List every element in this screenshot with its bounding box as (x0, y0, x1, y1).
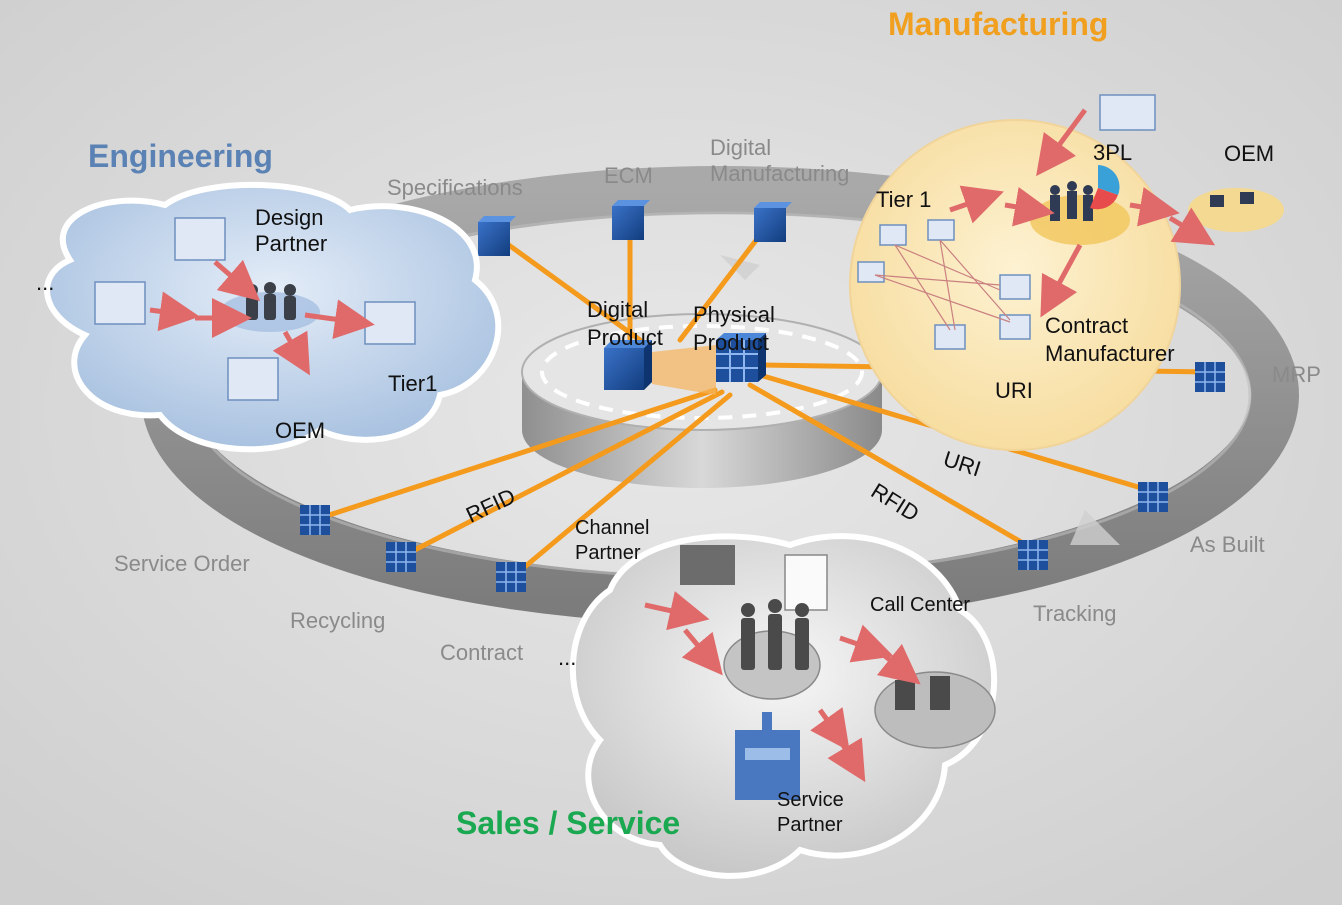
link-specifications (492, 232, 643, 343)
label-recycling: Recycling (290, 608, 386, 633)
label-digital-manufacturing: Digital Manufacturing (710, 135, 850, 187)
product-beam (652, 345, 716, 395)
sales-service-cloud (569, 533, 998, 879)
cube-specifications (478, 216, 516, 256)
service-partner-building (735, 712, 800, 800)
engineering-people (246, 282, 296, 320)
cube-contract (496, 562, 526, 592)
mfg-buildings (857, 94, 1156, 350)
label-ecm: ECM (604, 163, 653, 188)
cube-recycling (386, 542, 416, 572)
label-3pl: 3PL (1093, 140, 1133, 165)
label-mfg-oem: OEM (1224, 141, 1275, 166)
manufacturing-circle (849, 94, 1284, 451)
label-mfg-tier1: Tier 1 (876, 187, 932, 212)
label-eng-ellipsis: ... (36, 270, 55, 295)
mfg-network-lines (874, 239, 1011, 331)
heading-engineering: Engineering (88, 138, 273, 174)
sales-people (741, 599, 950, 710)
physical-product-cube (716, 333, 766, 382)
label-mrp: MRP (1272, 362, 1321, 387)
heading-manufacturing: Manufacturing (888, 6, 1109, 42)
label-service-order: Service Order (114, 551, 250, 576)
link-recycling (402, 389, 725, 558)
sales-building (680, 545, 735, 585)
label-eng-oem: OEM (275, 418, 326, 443)
label-uri-mrp: URI (995, 378, 1033, 403)
mfg-arrows (949, 108, 1216, 318)
label-eng-tier1: Tier1 (388, 371, 438, 396)
label-design-partner: Design Partner (255, 205, 328, 257)
heading-sales-service: Sales / Service (456, 805, 681, 841)
label-contract-manufacturer: Contract Manufacturer (1045, 313, 1175, 366)
cube-tracking (1018, 540, 1048, 570)
link-service-order (317, 387, 718, 521)
cube-service-order (300, 505, 330, 535)
cube-mrp (1195, 362, 1225, 392)
label-call-center: Call Center (870, 594, 971, 616)
whiteboard (784, 554, 828, 611)
engineering-cloud (44, 181, 502, 453)
ring-node-cubes (300, 200, 1225, 592)
link-tracking (747, 382, 1038, 553)
digital-product-cube (604, 340, 652, 390)
label-as-built: As Built (1190, 532, 1265, 557)
cube-as-built (1138, 482, 1168, 512)
engineering-arrows (149, 259, 375, 376)
label-channel-partner: Channel Partner (575, 517, 650, 564)
label-sales-ellipsis: ... (558, 645, 577, 670)
label-contract: Contract (440, 640, 524, 665)
label-digital-product: Digital Product (587, 297, 663, 350)
cube-ecm (612, 200, 650, 240)
label-specifications: Specifications (387, 175, 523, 200)
cube-digital-manufacturing (754, 202, 792, 242)
link-contract (512, 392, 733, 578)
label-service-partner: Service Partner (777, 789, 844, 836)
sales-arrows (644, 591, 921, 783)
mfg-people (1050, 181, 1254, 221)
label-physical-product: Physical Product (693, 302, 775, 355)
label-tracking: Tracking (1033, 601, 1117, 626)
